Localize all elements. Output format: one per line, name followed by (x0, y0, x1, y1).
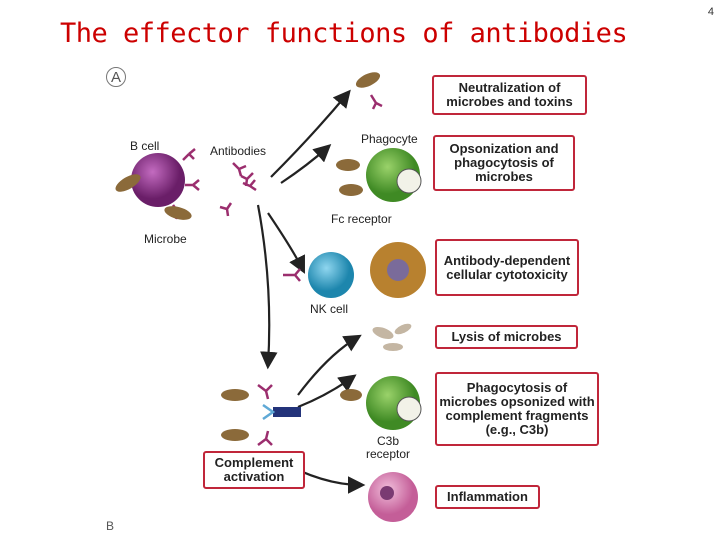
panel-label-next: B (106, 519, 115, 533)
antibody-cluster (171, 148, 257, 220)
function-box-complement-phagocytosis: Phagocytosis of microbes opsonized with … (435, 372, 599, 446)
function-box-adcc: Antibody-dependent cellular cytotoxicity (435, 239, 579, 296)
panel-label: A (106, 67, 126, 87)
nk-cell (308, 252, 354, 298)
function-box-neutralization: Neutralization of microbes and toxins (432, 75, 587, 115)
function-box-opsonization: Opsonization and phagocytosis of microbe… (433, 135, 575, 191)
diagram-graphics (115, 72, 426, 522)
microbe (164, 206, 192, 220)
label-nk-cell: NK cell (310, 302, 349, 316)
microbe (221, 389, 249, 401)
function-box-lysis: Lysis of microbes (435, 325, 578, 349)
label-c3b-receptor: C3b receptor (366, 434, 411, 461)
label-microbe: Microbe (144, 232, 187, 246)
microbe (339, 184, 363, 196)
label-phagocyte: Phagocyte (361, 132, 418, 146)
label-fc-receptor: Fc receptor (331, 212, 392, 226)
inflammatory-cell (368, 472, 418, 522)
figure: A B B cell Antibodies Microbe Phagocyte … (103, 65, 605, 533)
page-number: 4 (707, 6, 714, 18)
microbe (355, 72, 381, 88)
complement-activation-box: Complement activation (203, 451, 305, 489)
microbe (115, 174, 141, 192)
microbe (336, 159, 360, 171)
label-antibodies: Antibodies (210, 144, 267, 158)
slide-title: The effector functions of antibodies (60, 18, 628, 49)
label-b-cell: B cell (130, 139, 160, 153)
complement-complex (273, 407, 301, 417)
function-box-inflammation: Inflammation (435, 485, 540, 509)
microbe (340, 389, 362, 401)
b-cell (131, 153, 185, 207)
microbe (221, 429, 249, 441)
